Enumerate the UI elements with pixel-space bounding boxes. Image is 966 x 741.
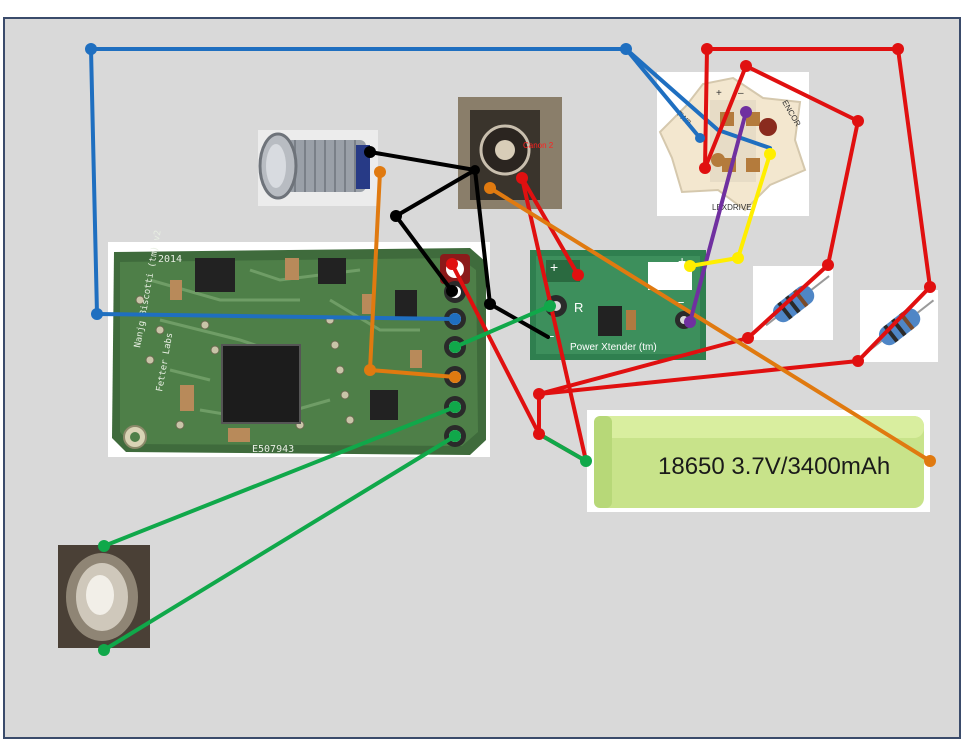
ic-chip (195, 258, 235, 292)
board-code-label: E507943 (252, 444, 294, 455)
xtender-label: Power Xtender (tm) (570, 342, 657, 353)
led-plus: + (716, 88, 722, 99)
driver-board: 2014 Nanjg Biscotti (tm) v2 Fetter Labs … (108, 229, 490, 457)
xtender-minus-right: – (676, 293, 684, 309)
lens-optic (58, 545, 150, 648)
xtender-plus-right: + (678, 253, 686, 269)
battery-label: 18650 3.7V/3400mAh (658, 453, 890, 480)
resistor-1 (753, 266, 833, 340)
board-year-label: 2014 (158, 254, 182, 265)
junction-dots (85, 43, 936, 656)
led-label: LEXDRIVE (712, 203, 752, 212)
jack-label: Canon 2 (523, 141, 554, 150)
xtender-r-label: R (574, 300, 583, 315)
xtender-plus-left: + (550, 259, 558, 275)
led-minus: – (738, 88, 744, 99)
battery-18650: 18650 3.7V/3400mAh (587, 410, 930, 512)
resistor-2 (860, 290, 938, 362)
push-button-switch (258, 130, 378, 206)
mcu-chip (221, 344, 301, 424)
dc-jack: Canon 2 (458, 97, 562, 209)
xtender-minus-left: – (546, 327, 554, 343)
